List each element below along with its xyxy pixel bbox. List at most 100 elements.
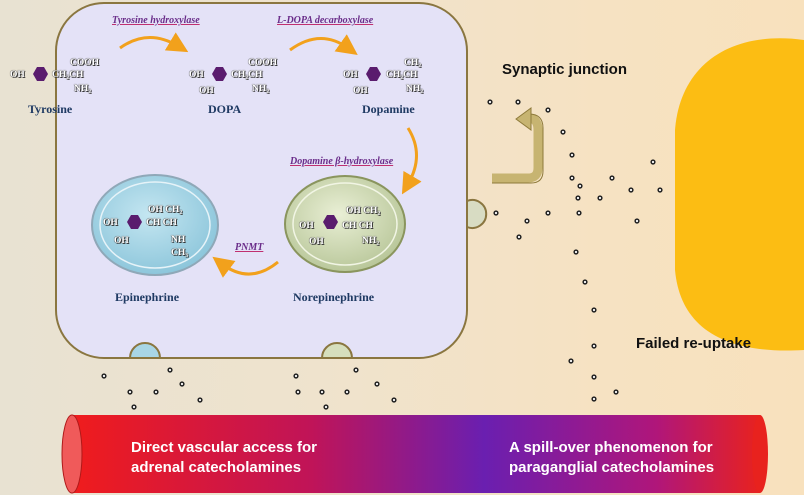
catecholamine-dot <box>197 397 203 403</box>
dopamine-oh2: OH <box>353 86 368 96</box>
synaptic-junction-label: Synaptic junction <box>502 61 628 78</box>
blood-vessel <box>70 415 760 493</box>
catecholamine-particles <box>101 99 663 410</box>
tyrosine-bottom: NH₂ <box>74 84 92 94</box>
epinephrine-vesicle-inner <box>99 181 211 269</box>
dopa-bottom: NH₂ <box>252 84 270 94</box>
catecholamine-dot <box>319 389 325 395</box>
dopamine-top: CH₂ <box>404 58 422 68</box>
vessel-left-line2: adrenal catecholamines <box>131 458 317 478</box>
catecholamine-dot <box>545 210 551 216</box>
catecholamine-dot <box>560 129 566 135</box>
norepinephrine-vesicle-inner <box>292 182 398 266</box>
vessel-left-opening <box>61 414 83 494</box>
catecholamine-dot <box>568 358 574 364</box>
dopa-top: COOH <box>248 58 278 68</box>
catecholamine-dot <box>591 343 597 349</box>
catecholamine-dot <box>613 389 619 395</box>
dopamine-bottom: NH₂ <box>406 84 424 94</box>
epinephrine-top: OH CH₂ <box>148 205 183 215</box>
epinephrine-vesicle <box>91 174 219 276</box>
dopamine-oh: OH <box>343 70 358 80</box>
catecholamine-dot <box>597 195 603 201</box>
norepinephrine-ring-icon <box>323 215 338 229</box>
enzyme-ldopa-decarboxylase: L-DOPA decarboxylase <box>277 15 374 26</box>
catecholamine-dot <box>323 404 329 410</box>
catecholamine-dot <box>628 187 634 193</box>
catecholamine-dot <box>573 249 579 255</box>
reuptake-arrow-outline <box>492 113 544 184</box>
failed-reuptake-label: Failed re-uptake <box>636 335 752 352</box>
epinephrine-chain: CH CH <box>146 218 177 228</box>
catecholamine-dot <box>153 389 159 395</box>
catecholamine-dot <box>515 99 521 105</box>
catecholamine-dot <box>569 175 575 181</box>
epinephrine-oh2: OH <box>114 236 129 246</box>
catecholamine-dot <box>582 279 588 285</box>
epinephrine-bottom: CH₃ <box>171 248 189 258</box>
enzyme-tyrosine-hydroxylase: Tyrosine hydroxylase <box>112 15 200 26</box>
tyrosine-chain: CH₂CH <box>52 70 84 80</box>
catecholamine-dot <box>634 218 640 224</box>
catecholamine-dot <box>374 381 380 387</box>
vessel-left-line2-text: adrenal catecholamines <box>131 459 302 476</box>
dopa-oh: OH <box>189 70 204 80</box>
enzyme-dopamine-beta-hydroxylase: Dopamine β-hydroxylase <box>290 156 394 167</box>
catecholamine-dot <box>657 187 663 193</box>
vessel-right-line1: A spill-over phenomenon for <box>509 439 713 456</box>
tyrosine-label: Tyrosine <box>28 102 73 116</box>
reuptake-arrowhead-icon <box>515 107 532 131</box>
catecholamine-dot <box>353 367 359 373</box>
vessel-right-end <box>752 415 768 493</box>
norepinephrine-oh: OH <box>299 221 314 231</box>
tyrosine-top: COOH <box>70 58 100 68</box>
norepinephrine-top: OH CH₂ <box>346 206 381 216</box>
catecholamine-dot <box>576 210 582 216</box>
release-bump-bottom-left <box>128 342 162 359</box>
epinephrine-label: Epinephrine <box>115 290 180 304</box>
catecholamine-dot <box>545 107 551 113</box>
epinephrine-oh: OH <box>103 218 118 228</box>
norepinephrine-chain: CH CH <box>342 221 373 231</box>
arrow-dopamine-to-norepinephrine <box>401 127 422 195</box>
vessel-right-line2: paraganglial catecholamines <box>509 459 715 476</box>
catecholamine-dot <box>609 175 615 181</box>
tyrosine-oh: OH <box>10 70 25 80</box>
epinephrine-ring-icon <box>127 215 142 229</box>
catecholamine-dot <box>650 159 656 165</box>
tyrosine-ring-icon <box>33 67 48 81</box>
norepinephrine-bottom: NH₂ <box>362 236 380 246</box>
postsynaptic-cell <box>675 38 804 351</box>
reuptake-arrow <box>492 113 543 183</box>
catecholamine-dot <box>293 373 299 379</box>
catecholamine-dot <box>167 367 173 373</box>
dopamine-label: Dopamine <box>362 102 415 116</box>
release-bump-bottom-right <box>320 342 354 359</box>
epinephrine-mid: NH <box>171 235 186 245</box>
norepinephrine-vesicle <box>284 175 406 273</box>
catecholamine-dot <box>344 389 350 395</box>
catecholamine-dot <box>524 218 530 224</box>
catecholamine-dot <box>179 381 185 387</box>
catecholamine-dot <box>127 389 133 395</box>
catecholamine-dot <box>487 99 493 105</box>
catecholamine-dot <box>575 195 581 201</box>
dopa-ring-icon <box>212 67 227 81</box>
release-bump-right <box>466 199 488 229</box>
dopamine-ring-icon <box>366 67 381 81</box>
dopa-chain: CH₂CH <box>231 70 263 80</box>
vessel-left-line1: Direct vascular access for <box>131 439 317 456</box>
vessel-left-text: Direct vascular access for adrenal catec… <box>131 438 317 478</box>
catecholamine-dot <box>131 404 137 410</box>
catecholamine-dot <box>591 396 597 402</box>
norepinephrine-label: Norepinephrine <box>293 290 375 304</box>
catecholamine-dot <box>295 389 301 395</box>
norepinephrine-oh2: OH <box>309 237 324 247</box>
dopa-label: DOPA <box>208 102 242 116</box>
catecholamine-dot <box>569 152 575 158</box>
catecholamine-dot <box>516 234 522 240</box>
catecholamine-dot <box>493 210 499 216</box>
dopamine-chain: CH₂CH <box>386 70 418 80</box>
catecholamine-dot <box>591 374 597 380</box>
